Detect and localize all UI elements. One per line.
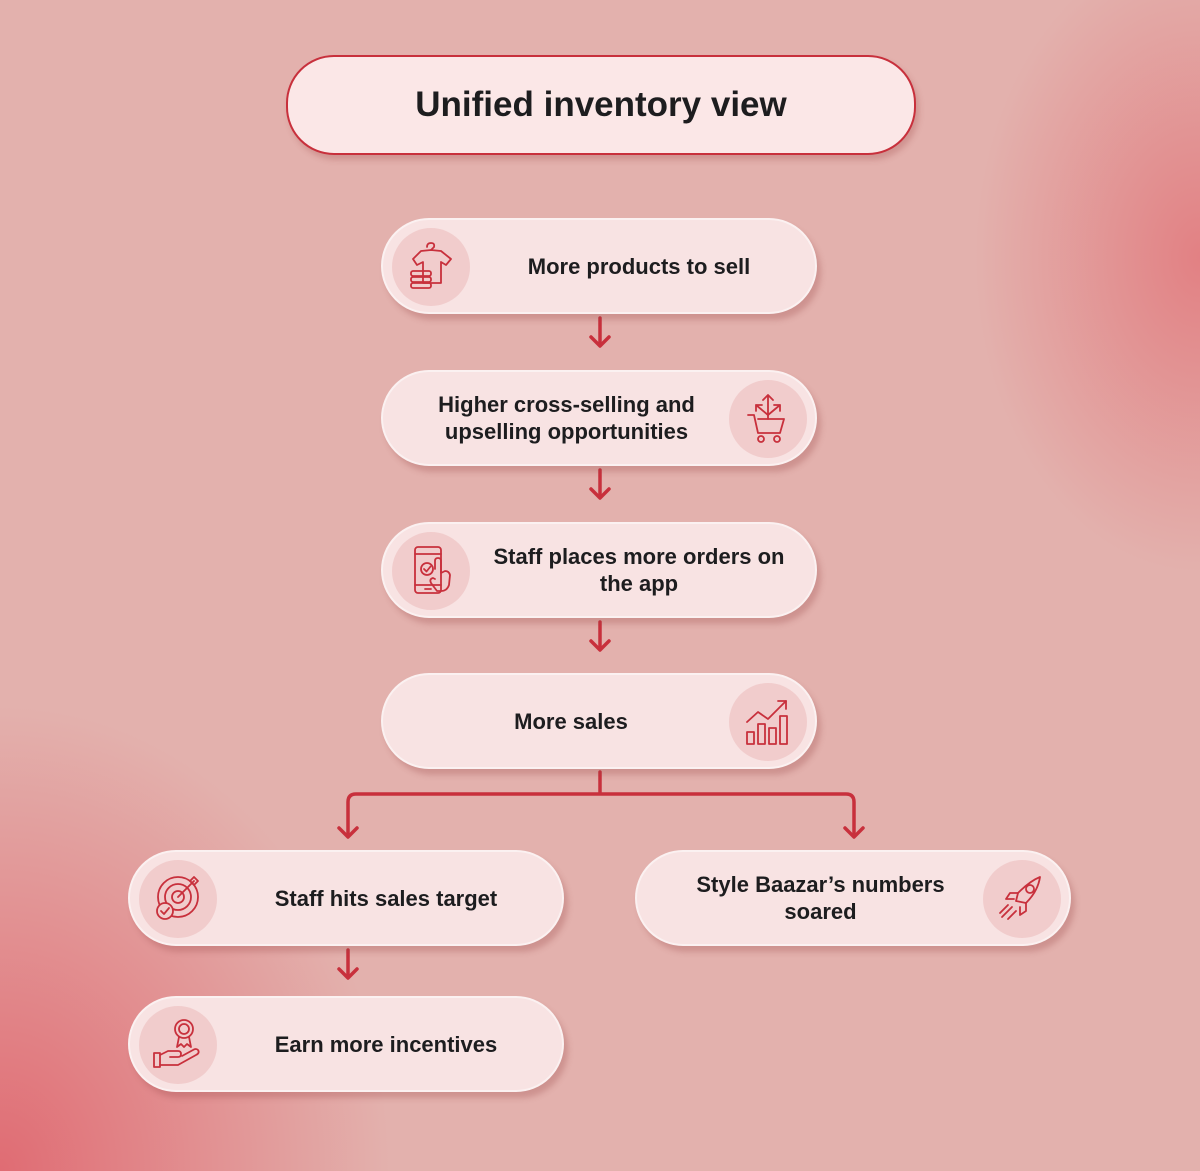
node-incentives: Earn more incentives (128, 996, 564, 1092)
node-label: Style Baazar’s numbers soared (696, 872, 945, 924)
award-hand-icon (139, 1006, 217, 1084)
rocket-icon (983, 860, 1061, 938)
node-cross-selling: Higher cross-selling and upselling oppor… (381, 370, 817, 466)
diagram-title: Unified inventory view (286, 55, 916, 155)
node-sales-target: Staff hits sales target (128, 850, 564, 946)
node-more-sales: More sales (381, 673, 817, 769)
diagram-title-text: Unified inventory view (415, 85, 787, 124)
node-label: Staff hits sales target (274, 885, 498, 911)
node-numbers-soared: Style Baazar’s numbers soared (635, 850, 1071, 946)
target-icon (139, 860, 217, 938)
mobile-tap-icon (392, 532, 470, 610)
node-label: More sales (514, 708, 628, 734)
node-label: Earn more incentives (274, 1031, 498, 1057)
arrow-products-to-crosssell (589, 316, 611, 348)
branch-sales-split (337, 770, 865, 839)
shopping-cart-arrows-icon (729, 380, 807, 458)
arrow-orders-to-sales (589, 620, 611, 652)
clothing-icon (392, 228, 470, 306)
node-more-products: More products to sell (381, 218, 817, 314)
growth-chart-icon (729, 683, 807, 761)
arrow-target-to-incentives (337, 948, 359, 980)
node-label: Staff places more orders on the app (493, 544, 785, 596)
node-label: Higher cross-selling and upselling oppor… (438, 392, 695, 444)
arrow-crosssell-to-orders (589, 468, 611, 500)
node-staff-orders: Staff places more orders on the app (381, 522, 817, 618)
node-label: More products to sell (527, 253, 751, 279)
